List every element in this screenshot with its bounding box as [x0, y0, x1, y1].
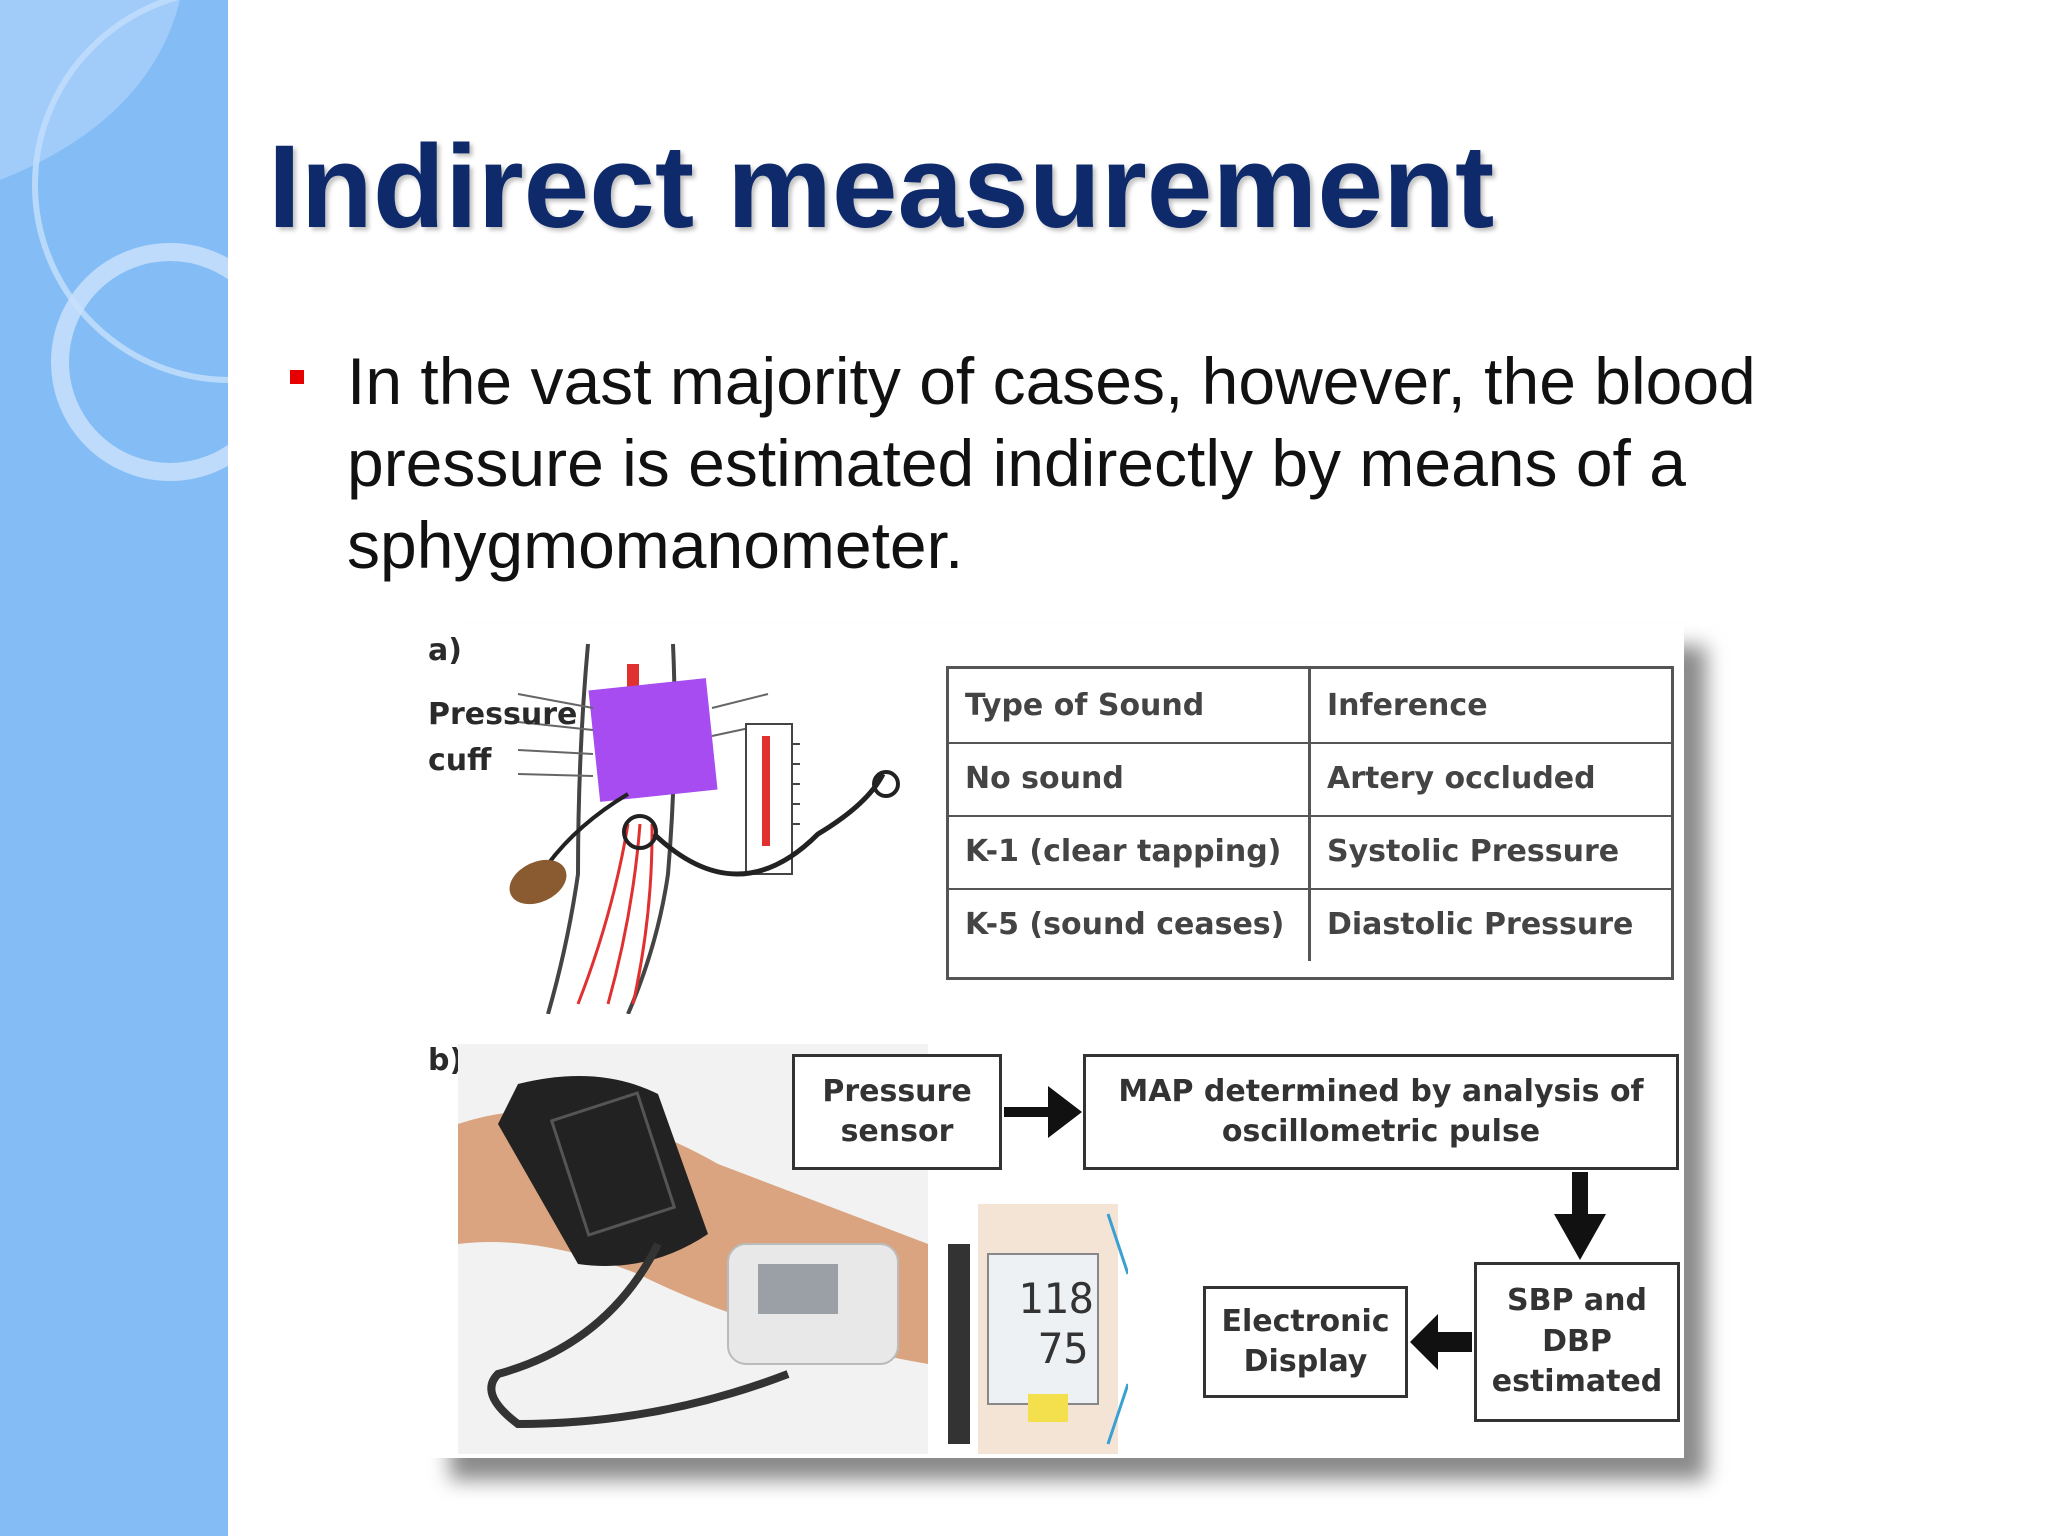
table-header-row: Type of Sound Inference: [949, 669, 1671, 744]
table-cell: Diastolic Pressure: [1327, 907, 1634, 942]
sbp-dbp-box: SBP and DBP estimated: [1474, 1262, 1680, 1422]
table-row: K-5 (sound ceases) Diastolic Pressure: [949, 888, 1671, 980]
korotkoff-sounds-table: Type of Sound Inference No sound Artery …: [946, 666, 1674, 980]
swirl-decoration: [0, 0, 228, 481]
figure-panel: a) Pressure cuff Type of Sound Inference…: [428, 624, 1684, 1458]
slide-title: Indirect measurement: [268, 121, 1495, 253]
monitor-display-photo: [948, 1204, 1128, 1454]
map-analysis-box: MAP determined by analysis of oscillomet…: [1083, 1054, 1679, 1170]
diastolic-reading: 75: [1038, 1324, 1089, 1373]
bullet-marker: [290, 370, 304, 384]
electronic-display-box: Electronic Display: [1203, 1286, 1408, 1398]
pressure-cuff-label: Pressure cuff: [428, 697, 578, 778]
systolic-reading: 118: [1018, 1274, 1094, 1323]
table-header-cell: Type of Sound: [949, 669, 1311, 742]
table-cell: Artery occluded: [1327, 761, 1596, 796]
table-header-cell: Inference: [1327, 688, 1488, 723]
table-row: K-1 (clear tapping) Systolic Pressure: [949, 815, 1671, 890]
cuff-stethoscope-illustration: [509, 643, 900, 1014]
flow-arrows: [1004, 1086, 1606, 1370]
table-cell: K-5 (sound ceases): [949, 888, 1311, 961]
panel-b-label: b): [428, 1043, 464, 1078]
panel-a-label: a): [428, 633, 462, 668]
table-cell: K-1 (clear tapping): [949, 815, 1311, 888]
bp-measurement-figure: a) Pressure cuff Type of Sound Inference…: [428, 624, 1706, 1480]
arm-monitor-photo: [458, 1044, 928, 1454]
sidebar-decoration: [0, 0, 228, 1536]
table-cell: Systolic Pressure: [1327, 834, 1620, 869]
bullet-text: In the vast majority of cases, however, …: [347, 344, 1756, 582]
pressure-sensor-box: Pressure sensor: [792, 1054, 1002, 1170]
table-cell: No sound: [949, 742, 1311, 815]
